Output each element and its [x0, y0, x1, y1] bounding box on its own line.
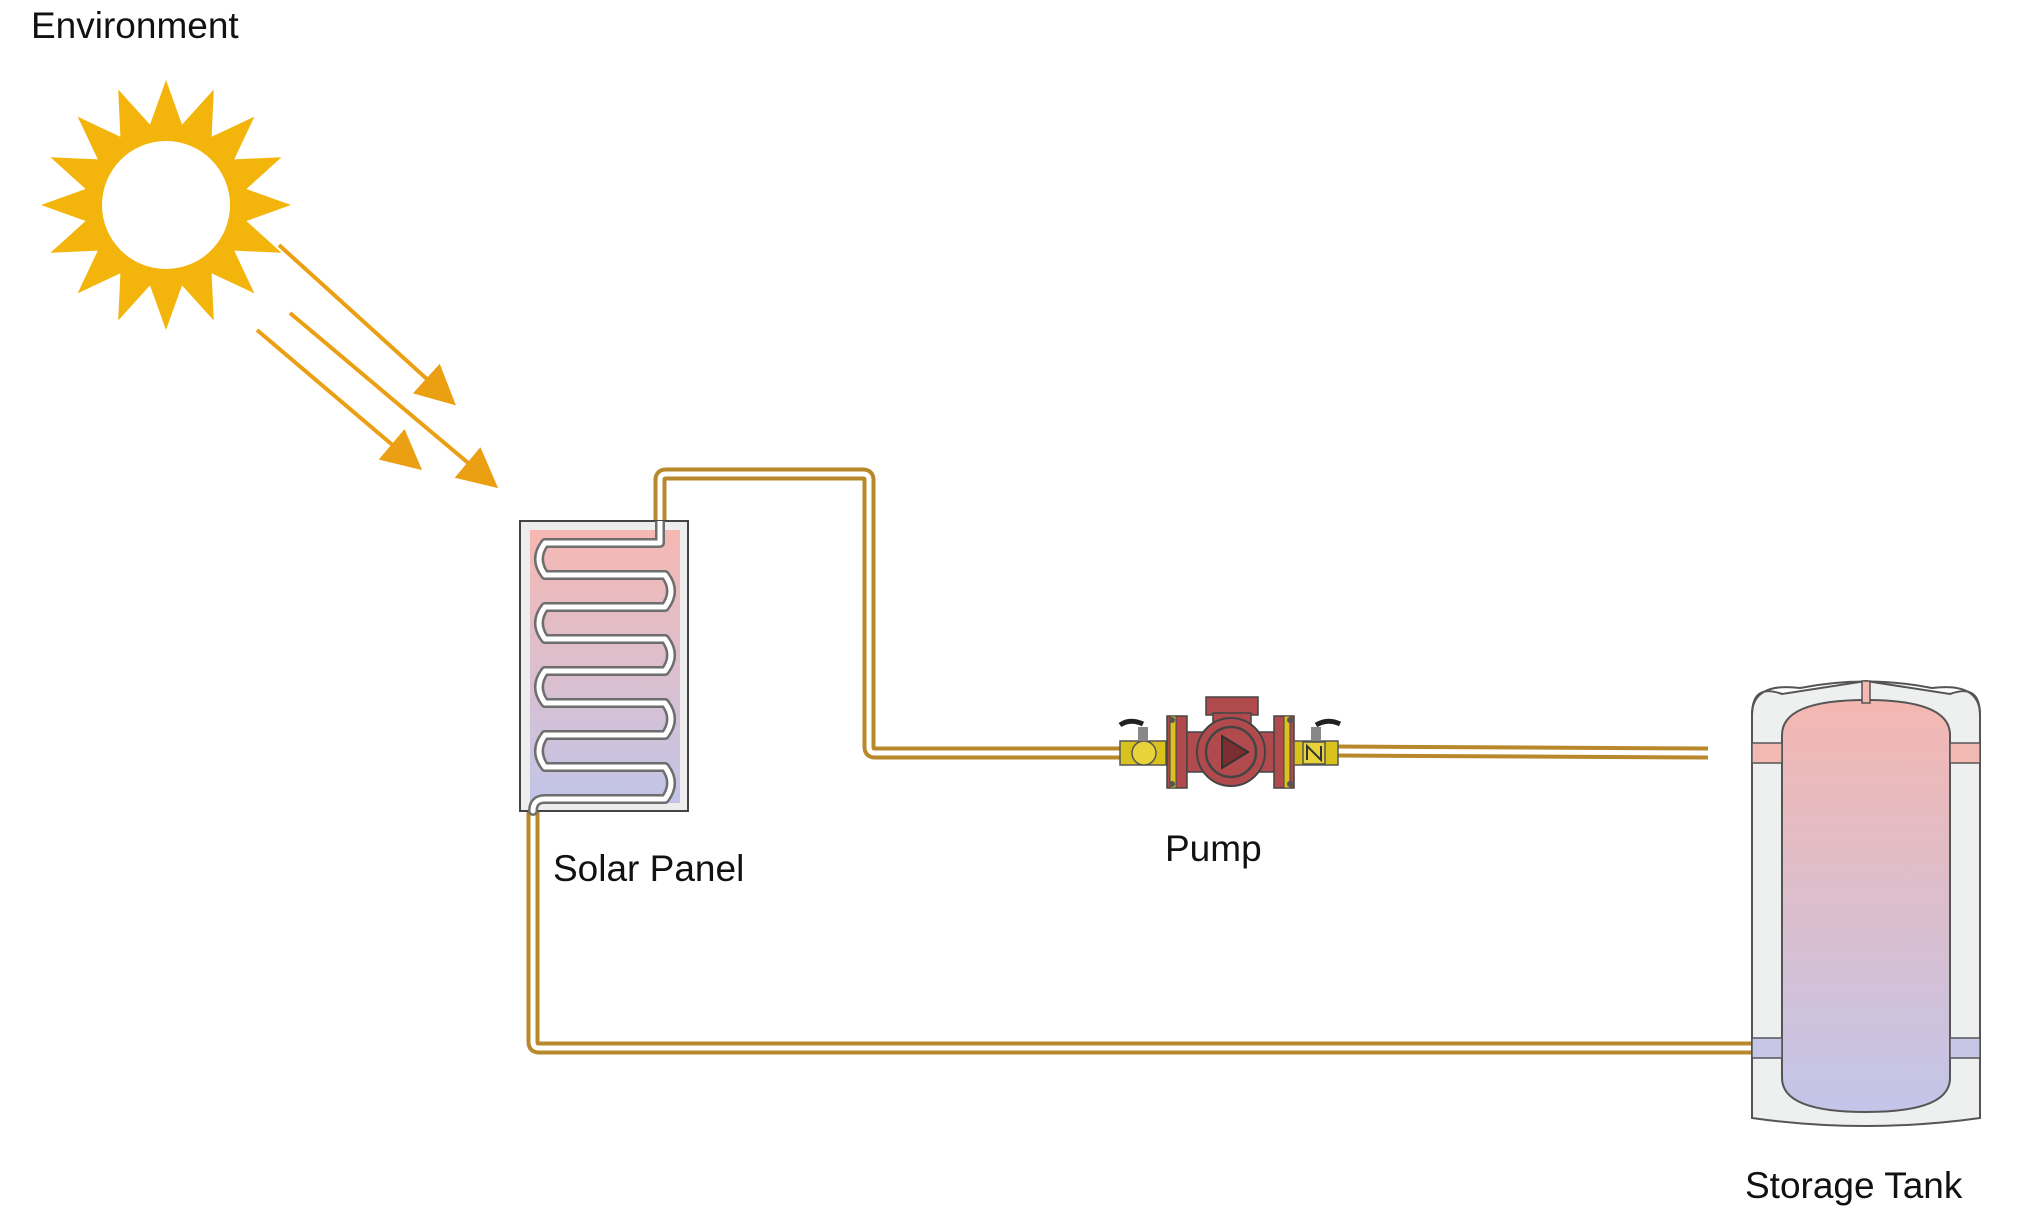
pipe-loop: [526, 467, 1752, 1055]
sun-icon: [41, 80, 291, 330]
solar-panel-label: Solar Panel: [553, 848, 745, 889]
circulation-pump-icon: [1118, 696, 1342, 789]
sun-ray-arrow-icon: [255, 243, 499, 489]
ball-valve-icon: [1118, 718, 1167, 766]
pump-label: Pump: [1165, 828, 1262, 869]
storage-tank-icon: [1751, 679, 1981, 1127]
check-valve-icon: [1293, 718, 1342, 766]
solar-panel-icon: [519, 520, 689, 816]
storage-tank-label: Storage Tank: [1745, 1165, 1963, 1206]
environment-label: Environment: [31, 5, 239, 46]
